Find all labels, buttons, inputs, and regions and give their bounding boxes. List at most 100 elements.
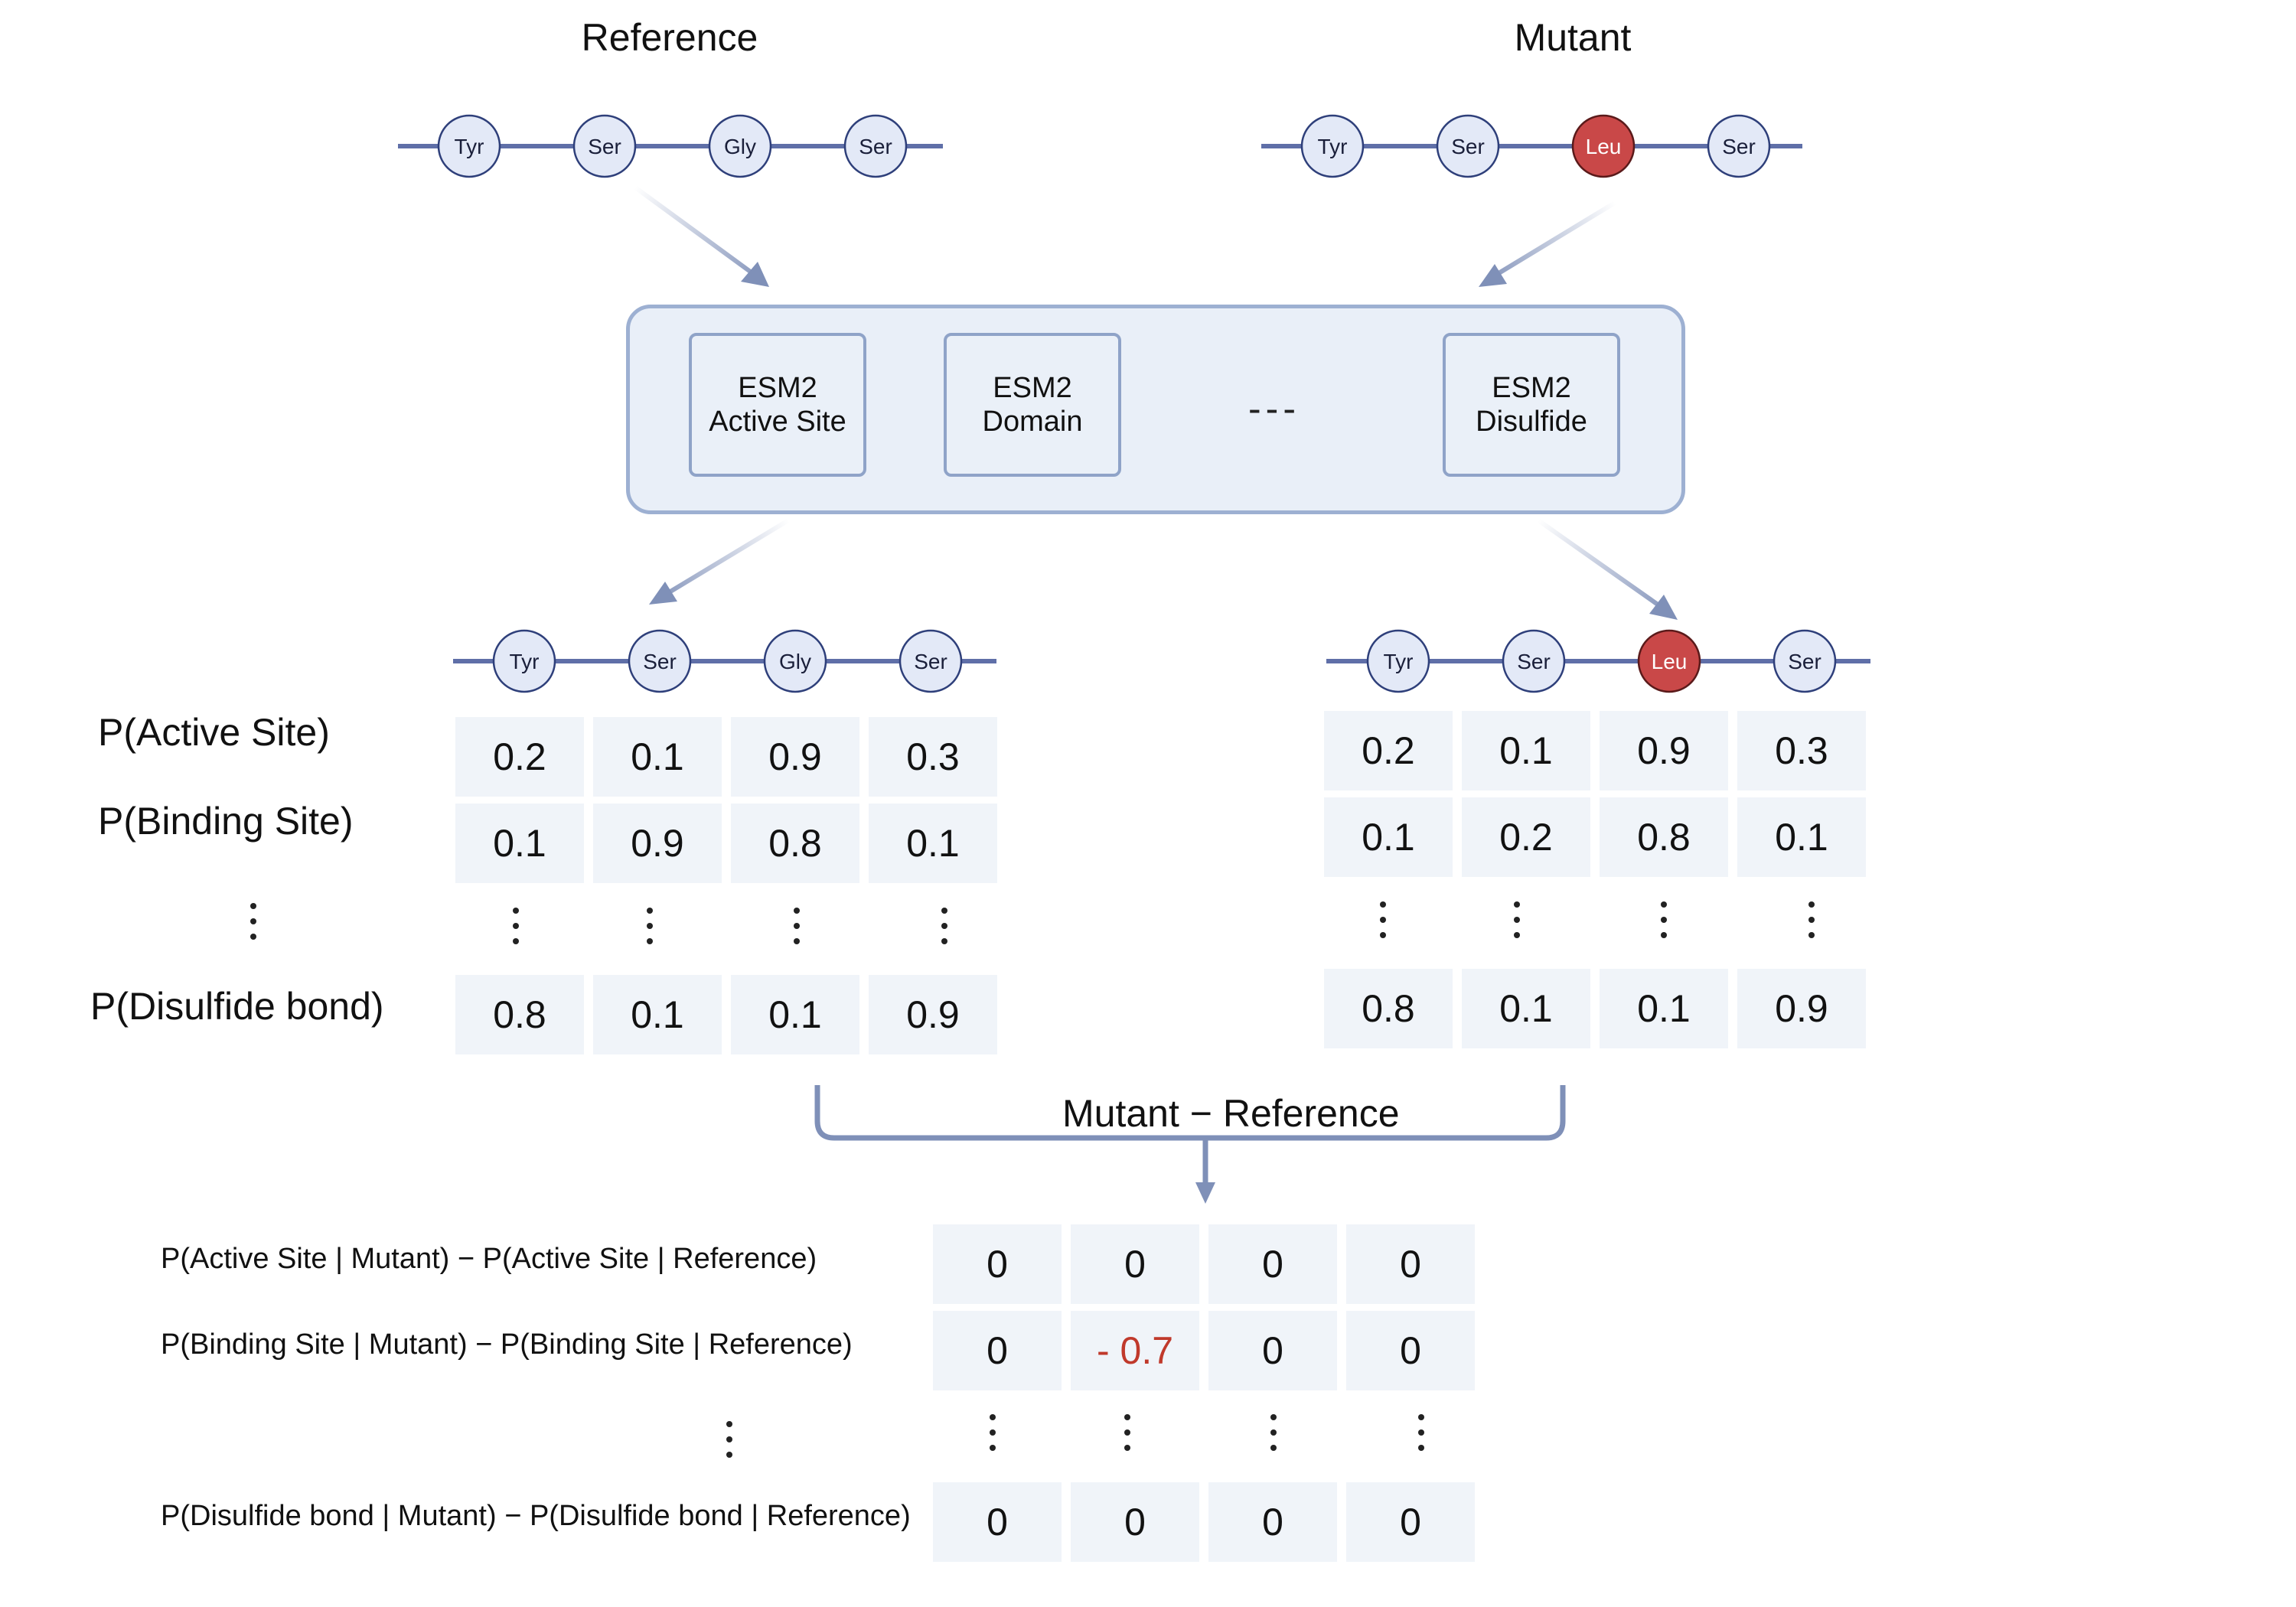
difference-bracket bbox=[814, 1085, 1566, 1141]
residue-label: Gly bbox=[724, 135, 756, 158]
mut-cell: 0.2 bbox=[1462, 797, 1590, 877]
vertical-ellipsis bbox=[1418, 1414, 1424, 1460]
residue-label: Tyr bbox=[1384, 650, 1414, 673]
mut-cell: 0.8 bbox=[1600, 797, 1728, 877]
residue-label: Ser bbox=[643, 650, 677, 673]
ref-cell: 0.9 bbox=[731, 717, 859, 797]
residue-label: Ser bbox=[1517, 650, 1551, 673]
residue-node bbox=[437, 114, 501, 178]
reference-chain-output: Tyr Ser Gly Ser bbox=[453, 629, 996, 693]
diff-cell: 0 bbox=[1208, 1482, 1337, 1562]
ref-cell: 0.8 bbox=[731, 804, 859, 883]
model-name: ESM2 bbox=[1492, 372, 1571, 404]
model-name: ESM2 bbox=[738, 372, 817, 404]
diff-cell: 0 bbox=[1208, 1311, 1337, 1390]
residue-node bbox=[492, 629, 556, 693]
model-task: Domain bbox=[982, 406, 1083, 438]
diff-cell: 0 bbox=[1346, 1482, 1475, 1562]
diff-label-disulfide-bond: P(Disulfide bond | Mutant) − P(Disulfide… bbox=[161, 1500, 911, 1532]
diff-cell: 0 bbox=[1346, 1224, 1475, 1304]
mut-cell: 0.1 bbox=[1462, 969, 1590, 1048]
diff-cell: 0 bbox=[1071, 1482, 1199, 1562]
arrowhead-reference-to-models bbox=[741, 262, 769, 287]
residue-label: Ser bbox=[1788, 650, 1821, 673]
residue-label: Ser bbox=[1722, 135, 1756, 158]
ref-cell: 0.1 bbox=[731, 975, 859, 1054]
vertical-ellipsis bbox=[726, 1421, 732, 1467]
models-ellipsis: --- bbox=[1248, 387, 1300, 430]
residue-label: Ser bbox=[859, 135, 892, 158]
vertical-ellipsis bbox=[647, 908, 653, 953]
prob-label-binding-site: P(Binding Site) bbox=[98, 800, 354, 843]
model-task: Active Site bbox=[709, 406, 846, 438]
diff-cell-negative: - 0.7 bbox=[1071, 1311, 1199, 1390]
ref-cell: 0.9 bbox=[593, 804, 722, 883]
residue-label: Leu bbox=[1652, 650, 1688, 673]
residue-label: Tyr bbox=[455, 135, 484, 158]
diff-cell: 0 bbox=[933, 1311, 1062, 1390]
residue-node bbox=[763, 629, 827, 693]
residue-node bbox=[1707, 114, 1771, 178]
arrow-reference-to-models bbox=[634, 185, 759, 279]
residue-label: Ser bbox=[914, 650, 947, 673]
mut-cell: 0.1 bbox=[1324, 797, 1453, 877]
residue-node bbox=[899, 629, 963, 693]
diff-label-active-site: P(Active Site | Mutant) − P(Active Site … bbox=[161, 1243, 817, 1275]
ref-cell: 0.2 bbox=[455, 717, 584, 797]
prob-label-active-site: P(Active Site) bbox=[98, 711, 330, 754]
arrowhead-models-to-reference bbox=[649, 582, 677, 605]
mut-cell: 0.2 bbox=[1324, 711, 1453, 790]
reference-title: Reference bbox=[581, 16, 758, 59]
residue-node bbox=[1773, 629, 1837, 693]
ref-cell: 0.1 bbox=[455, 804, 584, 883]
vertical-ellipsis bbox=[1808, 901, 1815, 947]
ref-cell: 0.8 bbox=[455, 975, 584, 1054]
residue-node bbox=[572, 114, 637, 178]
bracket-label: Mutant − Reference bbox=[1062, 1092, 1400, 1135]
vertical-ellipsis bbox=[250, 903, 256, 949]
arrow-models-to-reference bbox=[661, 518, 790, 598]
model-active-site: ESM2 Active Site bbox=[689, 333, 866, 477]
vertical-ellipsis bbox=[1514, 901, 1520, 947]
residue-node bbox=[1366, 629, 1430, 693]
mut-cell: 0.3 bbox=[1737, 711, 1866, 790]
residue-node bbox=[1502, 629, 1566, 693]
ref-cell: 0.1 bbox=[593, 975, 722, 1054]
residue-node bbox=[628, 629, 692, 693]
mut-cell: 0.8 bbox=[1324, 969, 1453, 1048]
ref-cell: 0.1 bbox=[869, 804, 997, 883]
diff-cell: 0 bbox=[1346, 1311, 1475, 1390]
model-name: ESM2 bbox=[993, 372, 1072, 404]
residue-node bbox=[1300, 114, 1365, 178]
model-task: Disulfide bbox=[1476, 406, 1587, 438]
model-disulfide: ESM2 Disulfide bbox=[1443, 333, 1620, 477]
difference-arrowhead bbox=[1195, 1182, 1215, 1204]
diff-cell: 0 bbox=[1208, 1224, 1337, 1304]
vertical-ellipsis bbox=[1661, 901, 1667, 947]
diff-cell: 0 bbox=[933, 1482, 1062, 1562]
residue-node bbox=[1436, 114, 1500, 178]
mutated-residue-node bbox=[1571, 114, 1636, 178]
residue-node bbox=[843, 114, 908, 178]
arrow-mutant-to-models bbox=[1491, 200, 1616, 279]
ref-cell: 0.3 bbox=[869, 717, 997, 797]
mut-cell: 0.1 bbox=[1462, 711, 1590, 790]
residue-label: Tyr bbox=[510, 650, 540, 673]
mut-cell: 0.1 bbox=[1737, 797, 1866, 877]
vertical-ellipsis bbox=[1380, 901, 1386, 947]
residue-node bbox=[708, 114, 772, 178]
vertical-ellipsis bbox=[990, 1414, 996, 1460]
mutant-title: Mutant bbox=[1514, 16, 1632, 59]
mutated-residue-node bbox=[1637, 629, 1701, 693]
residue-label: Gly bbox=[779, 650, 811, 673]
residue-label: Leu bbox=[1586, 135, 1622, 158]
mut-cell: 0.9 bbox=[1737, 969, 1866, 1048]
reference-chain-top: Tyr Ser Gly Ser bbox=[398, 114, 943, 178]
vertical-ellipsis bbox=[794, 908, 800, 953]
residue-label: Ser bbox=[588, 135, 621, 158]
vertical-ellipsis bbox=[1124, 1414, 1130, 1460]
ref-cell: 0.9 bbox=[869, 975, 997, 1054]
residue-label: Ser bbox=[1451, 135, 1485, 158]
diff-cell: 0 bbox=[1071, 1224, 1199, 1304]
